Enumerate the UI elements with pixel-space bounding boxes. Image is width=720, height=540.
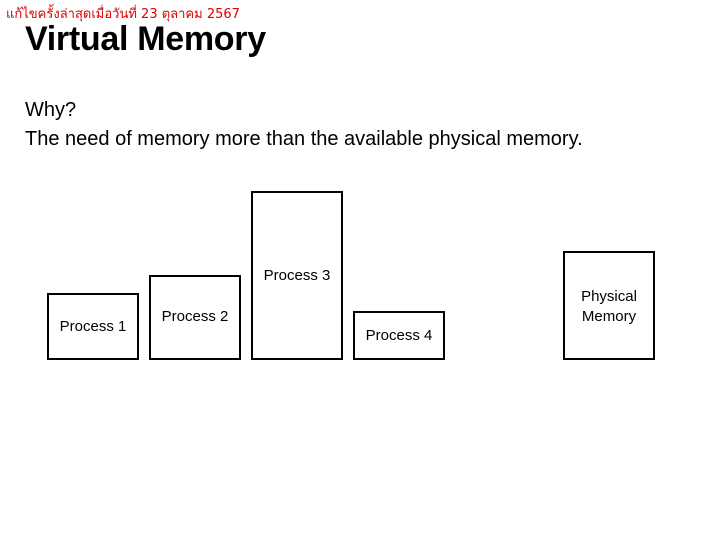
process-2-label: Process 2 [161,308,229,325]
process-1-label: Process 1 [59,318,127,335]
body-line-need: The need of memory more than the availab… [25,128,583,150]
process-1-box: Process 1 [47,293,139,360]
slide-title: Virtual Memory [25,20,266,58]
physical-memory-label: Physical Memory [565,287,653,327]
process-3-box: Process 3 [251,191,343,360]
physical-memory-box: Physical Memory [563,251,655,360]
physical-memory-label-line1: Physical [581,288,637,305]
process-3-label: Process 3 [263,267,331,284]
process-2-box: Process 2 [149,275,241,360]
process-4-label: Process 4 [365,327,433,344]
slide-body: Why? The need of memory more than the av… [25,96,583,154]
process-4-box: Process 4 [353,311,445,360]
last-edited-stamp: แก้ไขครั้งล่าสุดเมื่อวันที่ 23 ตุลาคม 25… [6,7,240,22]
body-line-why: Why? [25,99,77,121]
physical-memory-label-line2: Memory [581,308,637,325]
